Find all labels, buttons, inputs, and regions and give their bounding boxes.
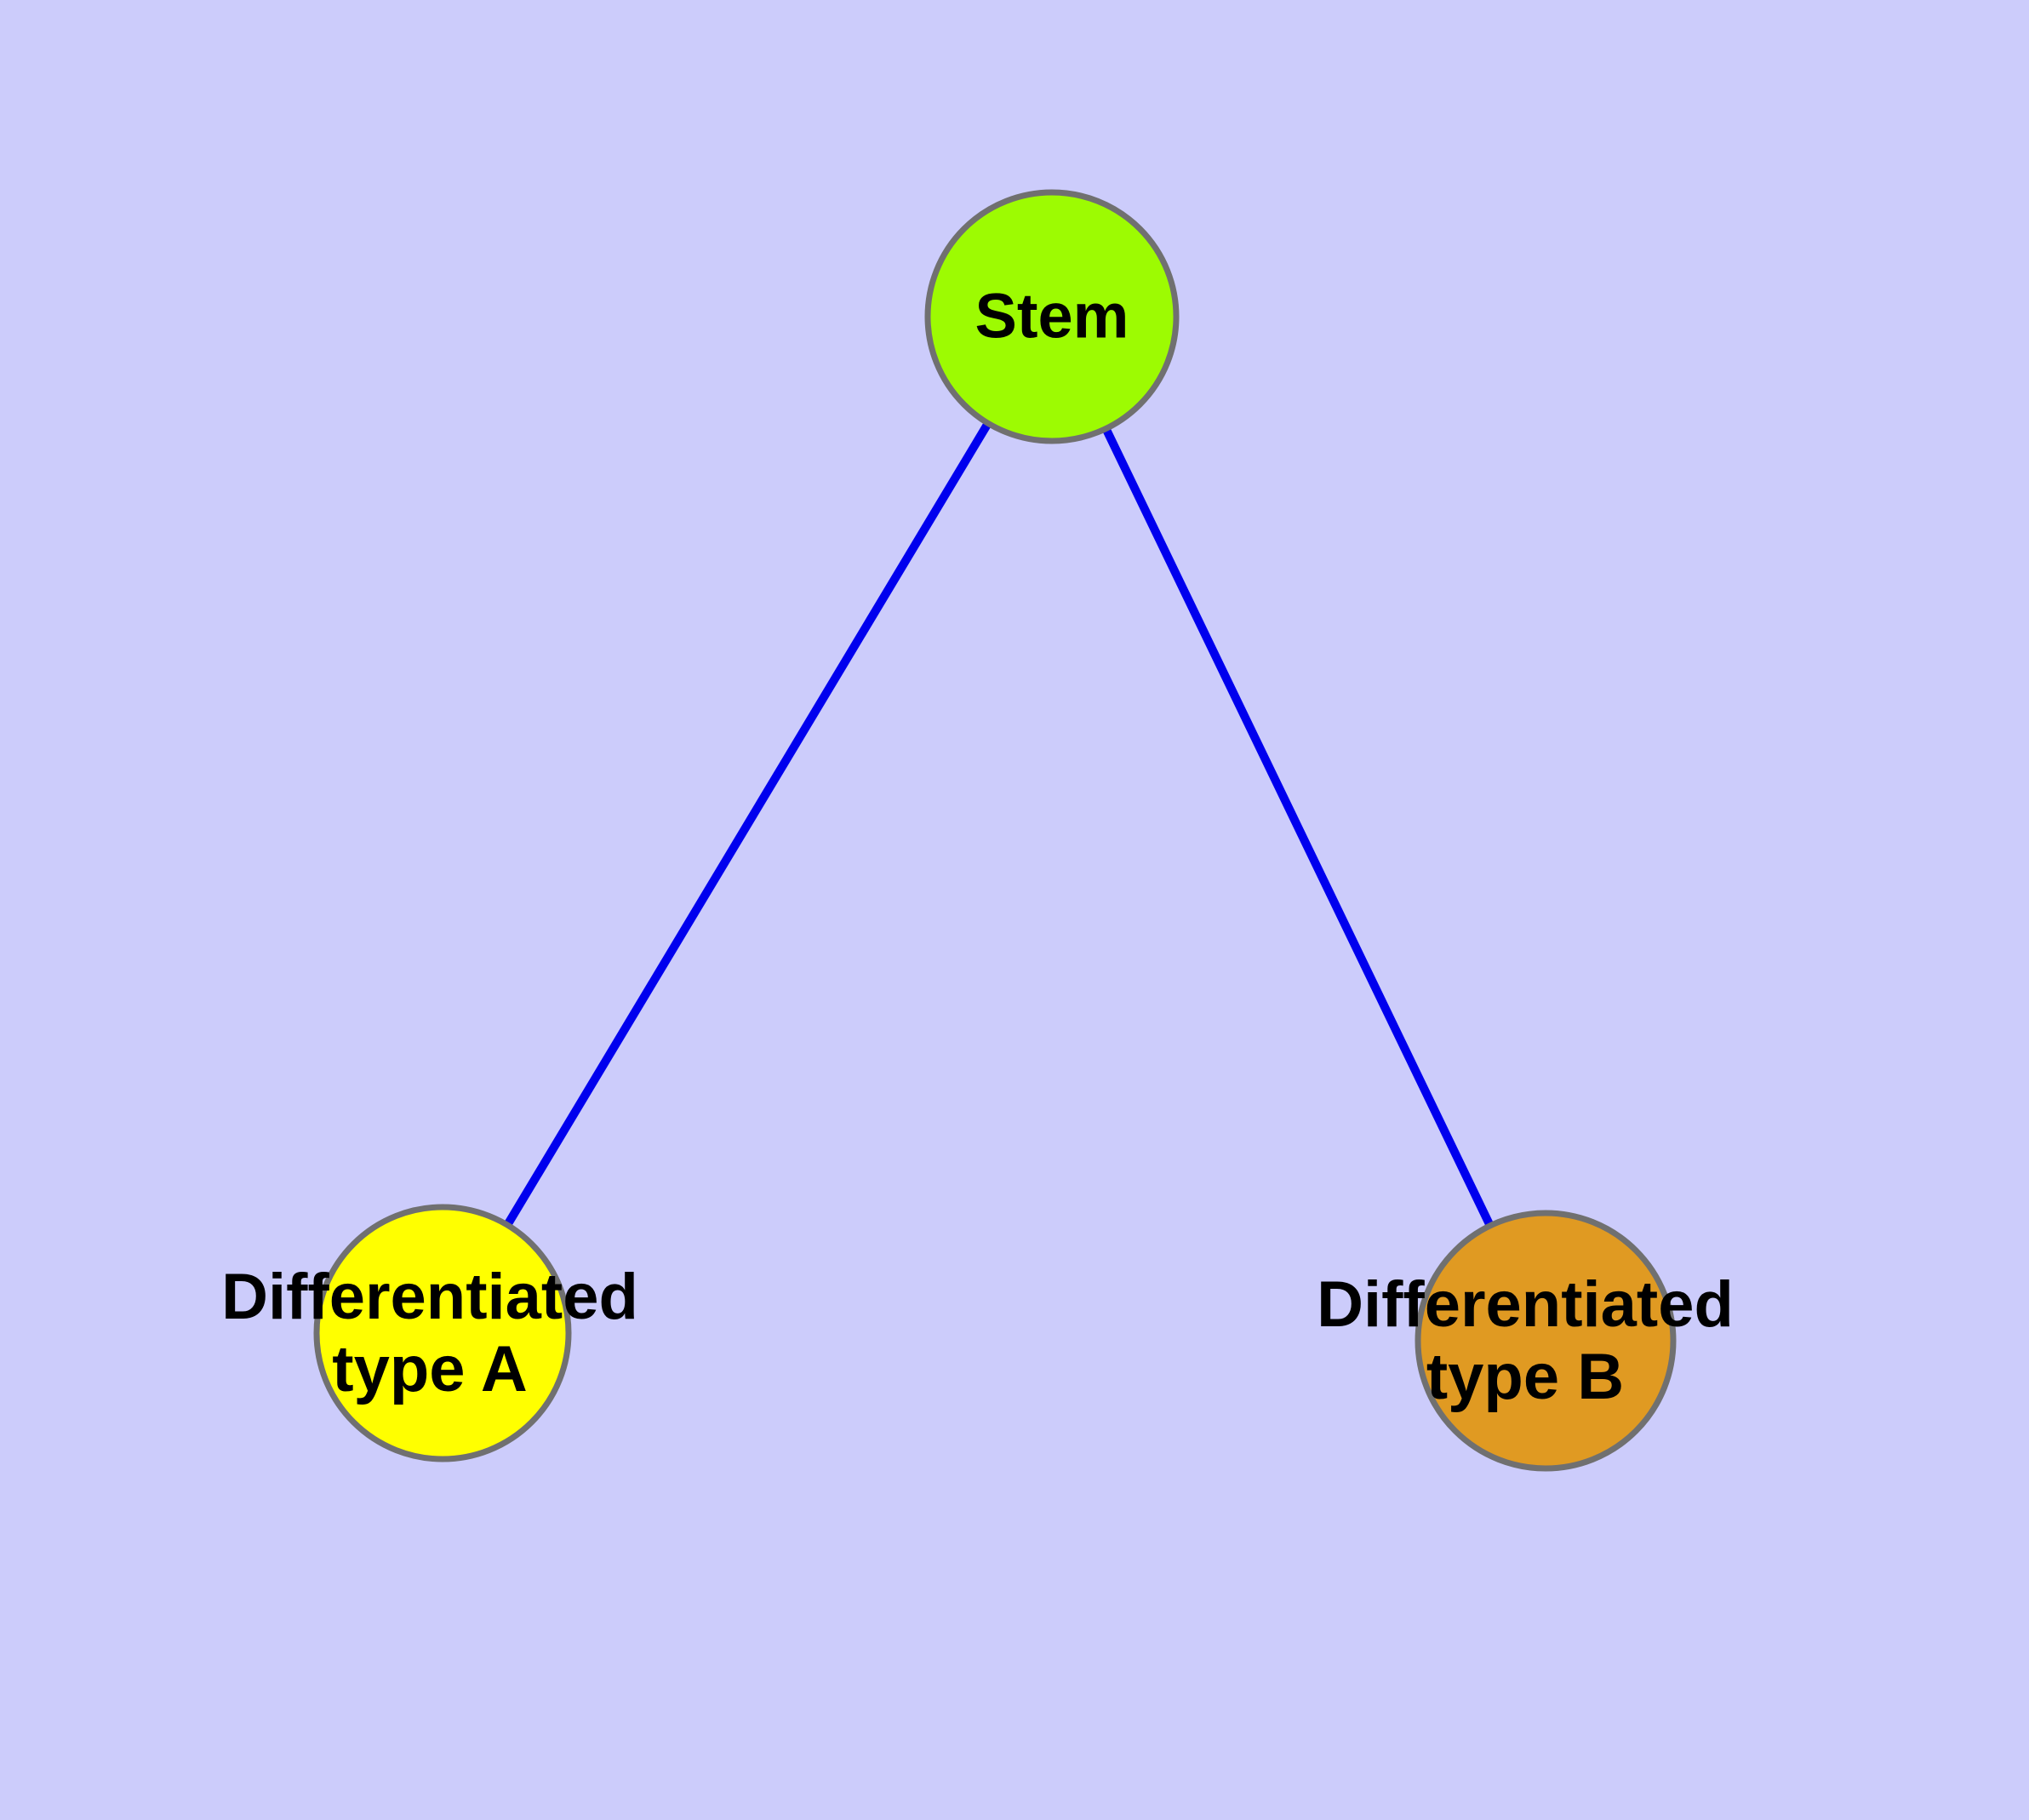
- edge-layer: [438, 314, 1550, 1343]
- node-circle-differentiated-type-a[interactable]: [313, 1204, 572, 1462]
- node-circle-stem[interactable]: [924, 189, 1180, 444]
- node-circle-differentiated-type-b[interactable]: [1415, 1210, 1677, 1472]
- node-layer: [313, 189, 1677, 1472]
- edge-stem-to-differentiated-type-b[interactable]: [1048, 314, 1550, 1343]
- edge-stem-to-differentiated-type-a[interactable]: [438, 314, 1056, 1336]
